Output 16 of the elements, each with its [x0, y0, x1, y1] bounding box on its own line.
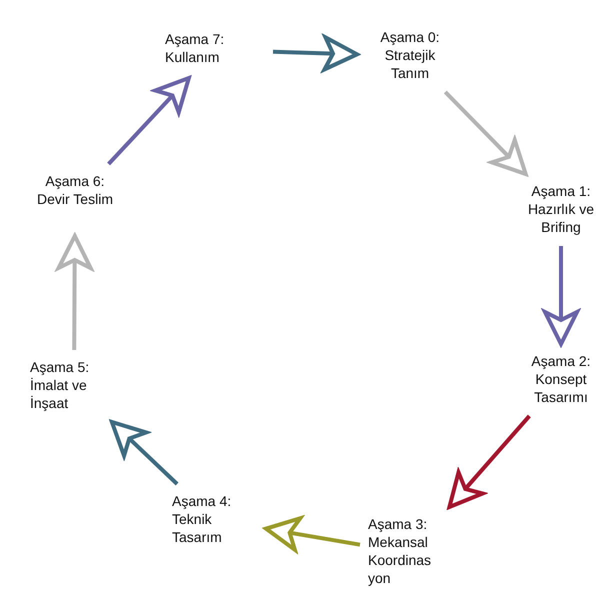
stage-label: Aşama 5: İmalat ve İnşaat [30, 358, 118, 412]
stage-label: Aşama 0: Stratejik Tanım [365, 28, 455, 82]
arrow [56, 234, 93, 350]
stage-label: Aşama 7: Kullanım [165, 30, 265, 66]
stage-label: Aşama 1: Hazırlık ve Brifing [515, 182, 607, 236]
stage-label: Aşama 6: Devir Teslim [30, 172, 120, 208]
arrow [264, 516, 360, 552]
stage-label: Aşama 2: Konsept Tasarımı [515, 352, 607, 406]
arrow [107, 76, 191, 166]
arrow [110, 420, 178, 486]
stage-label: Aşama 3: Mekansal Koordinas yon [368, 515, 450, 587]
stage-label: Aşama 4: Teknik Tasarım [172, 492, 258, 546]
arrow [543, 246, 579, 346]
arrow [444, 90, 528, 176]
arrow [447, 414, 531, 509]
arrow [272, 35, 359, 72]
